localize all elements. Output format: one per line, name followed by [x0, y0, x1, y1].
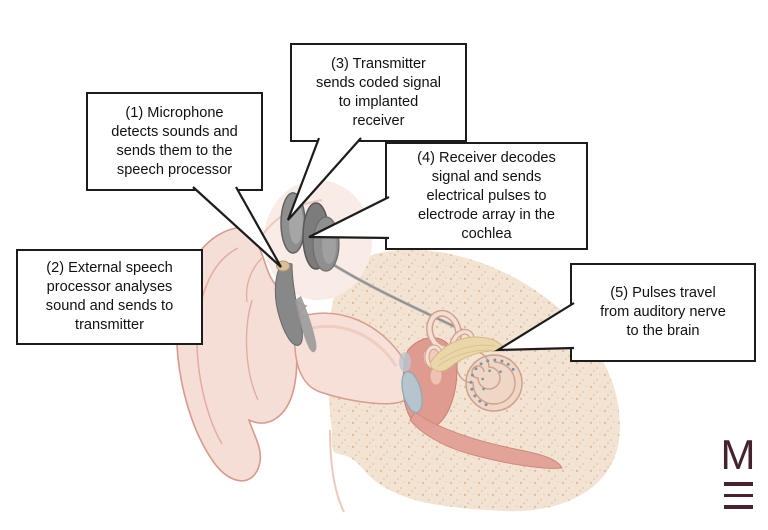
logo-bar	[723, 505, 753, 509]
cochlea	[456, 350, 523, 412]
callout-step-4-text: (4) Receiver decodes signal and sends el…	[417, 149, 556, 242]
callout-step-1-microphone: (1) Microphone detects sounds and sends …	[86, 92, 263, 191]
microphone	[276, 260, 290, 272]
callout-step-5-auditory-nerve: (5) Pulses travel from auditory nerve to…	[570, 263, 756, 362]
brand-logo: M	[720, 431, 756, 509]
callout-step-3-transmitter: (3) Transmitter sends coded signal to im…	[290, 43, 467, 142]
logo-bar	[723, 493, 753, 497]
callout-step-2-speech-processor: (2) External speech processor analyses s…	[16, 249, 203, 345]
electrode-lead-wire	[325, 258, 467, 334]
transmitter-coil	[280, 192, 306, 254]
callout-step-1-text: (1) Microphone detects sounds and sends …	[111, 104, 238, 178]
callout-step-2-text: (2) External speech processor analyses s…	[45, 260, 174, 333]
logo-letter: M	[720, 431, 756, 478]
eardrum	[399, 352, 423, 414]
callout-step-5-text: (5) Pulses travel from auditory nerve to…	[600, 285, 726, 339]
logo-bar	[723, 482, 753, 486]
callout-step-4-receiver: (4) Receiver decodes signal and sends el…	[385, 142, 588, 250]
electrode-array-dots	[469, 358, 515, 407]
speech-processor-unit	[274, 260, 317, 353]
callout-step-3-text: (3) Transmitter sends coded signal to im…	[316, 55, 441, 129]
